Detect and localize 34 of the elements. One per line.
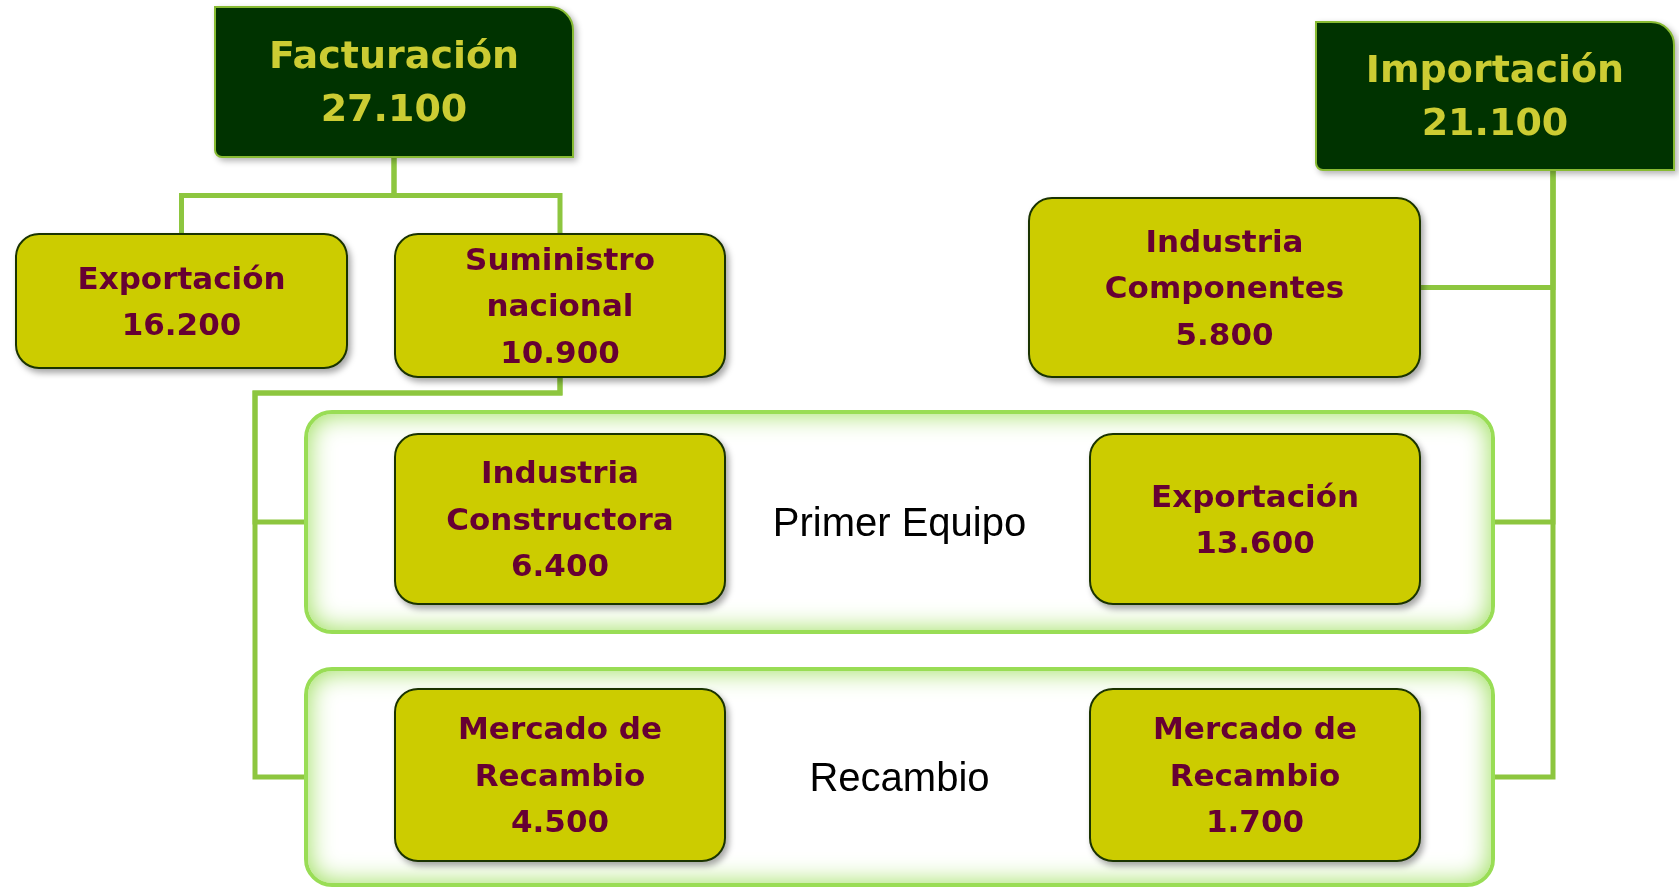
value-box	[1089, 433, 1421, 605]
value-label: 27.100	[319, 85, 469, 132]
title-box	[1315, 21, 1675, 171]
value-box	[15, 233, 348, 369]
group-band	[304, 410, 1495, 634]
value-box	[394, 688, 726, 862]
node-label: Industria Componentes	[1103, 221, 1346, 308]
node-label: Exportación	[1149, 476, 1361, 516]
group-label: Primer Equipo	[771, 499, 1028, 546]
value-label: 21.100	[1420, 99, 1570, 146]
title-box	[214, 6, 574, 158]
node-label: Importación	[1364, 45, 1626, 93]
node-label: Suministro nacional	[464, 239, 656, 326]
node-label: Mercado de Recambio	[457, 709, 663, 795]
group-label: Recambio	[808, 754, 991, 801]
value-label: 4.500	[509, 802, 611, 842]
node-label: Mercado de Recambio	[1152, 709, 1358, 795]
value-label: 10.900	[499, 332, 621, 372]
connector-line	[252, 378, 563, 780]
node-label: Industria Constructora	[445, 453, 675, 539]
node-label: Exportación	[76, 258, 287, 298]
value-box	[1089, 688, 1421, 862]
group-band	[304, 667, 1495, 887]
value-box	[394, 233, 726, 378]
value-box	[394, 433, 726, 605]
connector-line	[1495, 171, 1556, 780]
value-label: 6.400	[509, 546, 611, 586]
value-box	[1028, 197, 1421, 378]
value-label: 13.600	[1194, 523, 1316, 562]
value-label: 16.200	[120, 305, 243, 344]
value-label: 5.800	[1174, 314, 1275, 354]
value-label: 1.700	[1204, 802, 1306, 842]
connector-line	[391, 158, 563, 233]
node-label: Facturación	[267, 31, 521, 79]
